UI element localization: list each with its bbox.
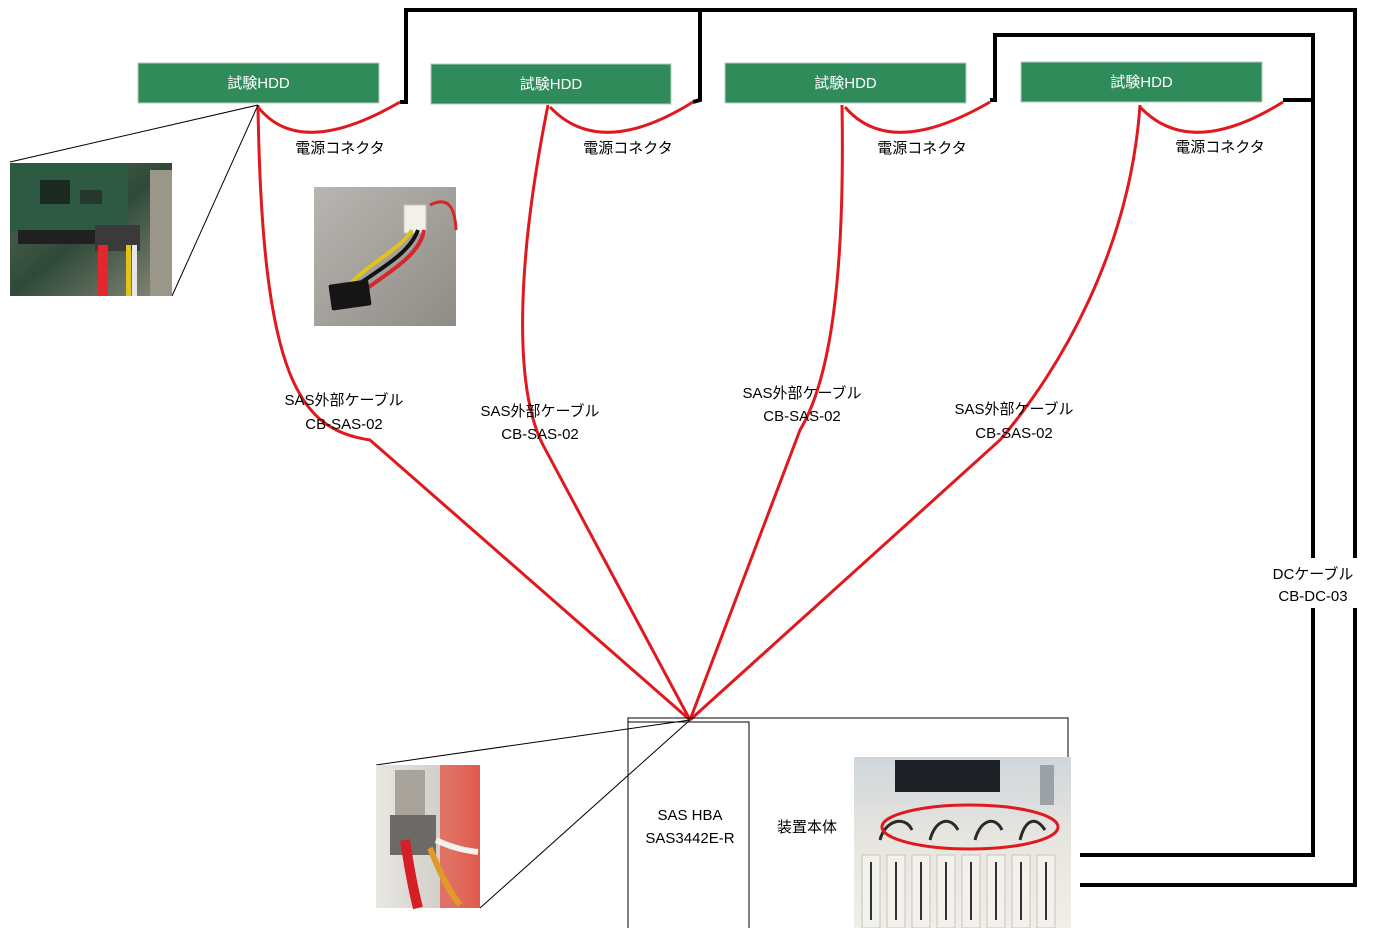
sas-cable-label-2: SAS外部ケーブル CB-SAS-02 — [480, 402, 599, 443]
sas-cable-label-1-line1: SAS外部ケーブル — [284, 391, 403, 409]
hdd-1: 試験HDD — [137, 62, 380, 104]
dc-cable-label-line1: DCケーブル — [1273, 565, 1354, 583]
hdd-3-label: 試験HDD — [814, 75, 877, 92]
power-connector-label-4: 電源コネクタ — [1175, 139, 1264, 156]
sas-cable-label-1: SAS外部ケーブル CB-SAS-02 — [284, 391, 403, 433]
sas-cable-1 — [256, 104, 691, 722]
sas-cable-label-4: SAS外部ケーブル CB-SAS-02 — [954, 400, 1073, 442]
sas-cable-3 — [688, 104, 844, 721]
hdd-4: 試験HDD — [1020, 61, 1263, 103]
power-cable-1 — [256, 100, 401, 134]
sas-cable-label-3-line1: SAS外部ケーブル — [742, 384, 861, 402]
dc-cable-hdd1-hdd2 — [400, 8, 702, 104]
hdd-2-label: 試験HDD — [520, 76, 583, 93]
hba-label-line1: SAS HBA — [657, 807, 722, 824]
hba-port-photo — [376, 765, 480, 910]
sas-cable-label-4-line1: SAS外部ケーブル — [954, 400, 1073, 418]
device-label: 装置本体 — [777, 819, 837, 836]
hba-box — [627, 721, 750, 928]
sas-cable-2 — [521, 104, 692, 721]
hdd-3: 試験HDD — [724, 62, 967, 104]
dc-cable-label-backing — [1258, 558, 1368, 608]
sas-cable-label-4-line2: CB-SAS-02 — [975, 425, 1053, 442]
callout-line-hdd-top — [9, 104, 259, 163]
hdd-2: 試験HDD — [430, 63, 672, 105]
sas-cable-label-2-line1: SAS外部ケーブル — [480, 402, 599, 420]
power-cable-4 — [1138, 100, 1284, 134]
device-interior-photo — [854, 757, 1071, 928]
highlight-ring — [880, 803, 1060, 851]
sas-cable-label-3-line2: CB-SAS-02 — [763, 408, 841, 425]
power-connector-label-3: 電源コネクタ — [877, 140, 966, 157]
dc-cable-label-line2: CB-DC-03 — [1278, 588, 1347, 605]
sas-cable-label-2-line2: CB-SAS-02 — [501, 426, 579, 443]
sas-cable-label-1-line2: CB-SAS-02 — [305, 416, 383, 433]
power-cable-3 — [843, 100, 991, 134]
dc-cable-hdd2-device — [700, 8, 1357, 887]
sas-cable-label-3: SAS外部ケーブル CB-SAS-02 — [742, 384, 861, 425]
hdd-connector-photo — [10, 163, 172, 296]
hba-label-line2: SAS3442E-R — [645, 830, 734, 847]
power-cable-2 — [548, 100, 694, 134]
dc-cable-label: DCケーブル CB-DC-03 — [1273, 565, 1354, 605]
sas-cable-4 — [688, 104, 1142, 722]
dc-cable-hdd3-hdd4 — [990, 33, 1315, 857]
power-cable-photo — [314, 187, 458, 326]
callout-line-hba-bottom — [479, 719, 691, 909]
hdd-1-label: 試験HDD — [227, 75, 290, 92]
callout-line-hba-top — [375, 719, 691, 766]
power-connector-label-2: 電源コネクタ — [583, 140, 672, 157]
hba-label: SAS HBA SAS3442E-R — [645, 807, 734, 847]
power-connector-label-1: 電源コネクタ — [295, 140, 384, 157]
hdd-4-label: 試験HDD — [1110, 74, 1173, 91]
callout-line-hdd-bottom — [171, 104, 259, 297]
